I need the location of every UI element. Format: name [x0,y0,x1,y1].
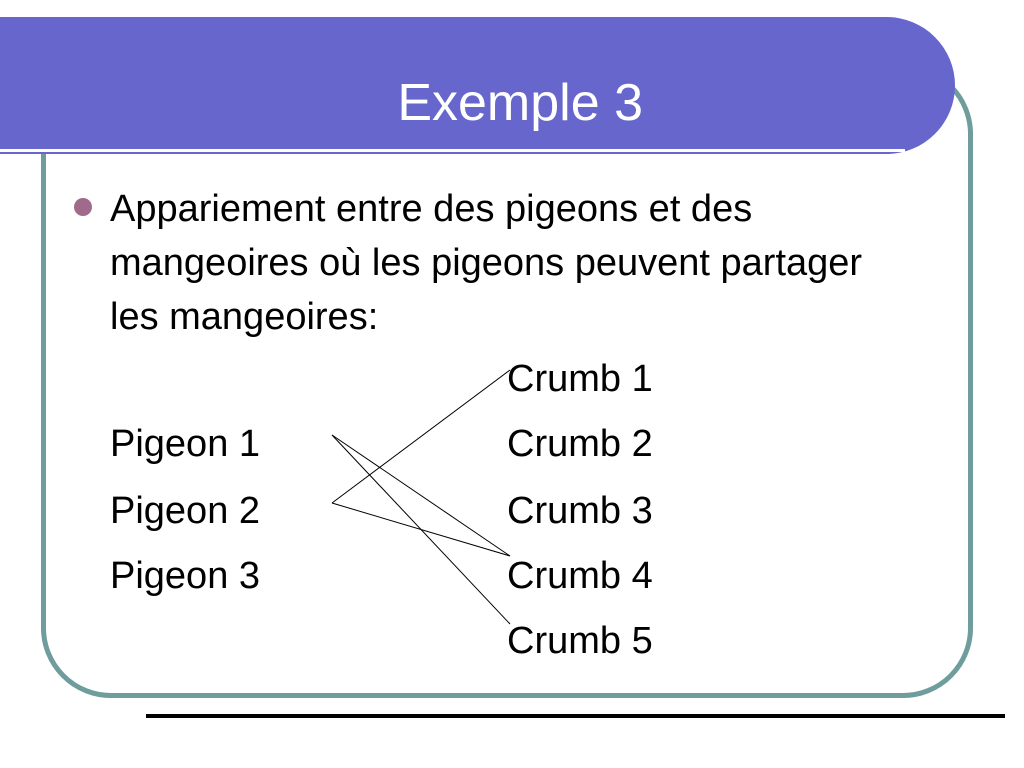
bullet-dot [74,198,92,216]
pigeon-2-label: Pigeon 2 [110,490,261,532]
crumb-4-label: Crumb 4 [507,555,653,597]
title-bar: Exemple 3 [0,17,955,154]
edge-pigeon1-crumb4 [331,434,511,557]
edge-pigeon2-crumb1 [331,369,511,504]
edge-pigeon2-crumb4 [331,502,511,557]
bottom-rule [146,714,1005,718]
pigeon-3-label: Pigeon 3 [110,555,261,597]
crumb-3-label: Crumb 3 [507,490,653,532]
title-underline [0,149,905,152]
pigeon-1-label: Pigeon 1 [110,423,261,465]
crumb-1-label: Crumb 1 [507,358,653,400]
crumb-5-label: Crumb 5 [507,620,653,662]
crumb-2-label: Crumb 2 [507,423,653,465]
bullet-text: Appariement entre des pigeons et des man… [110,188,863,338]
content-frame [41,64,973,698]
slide-title: Exemple 3 [397,74,643,132]
